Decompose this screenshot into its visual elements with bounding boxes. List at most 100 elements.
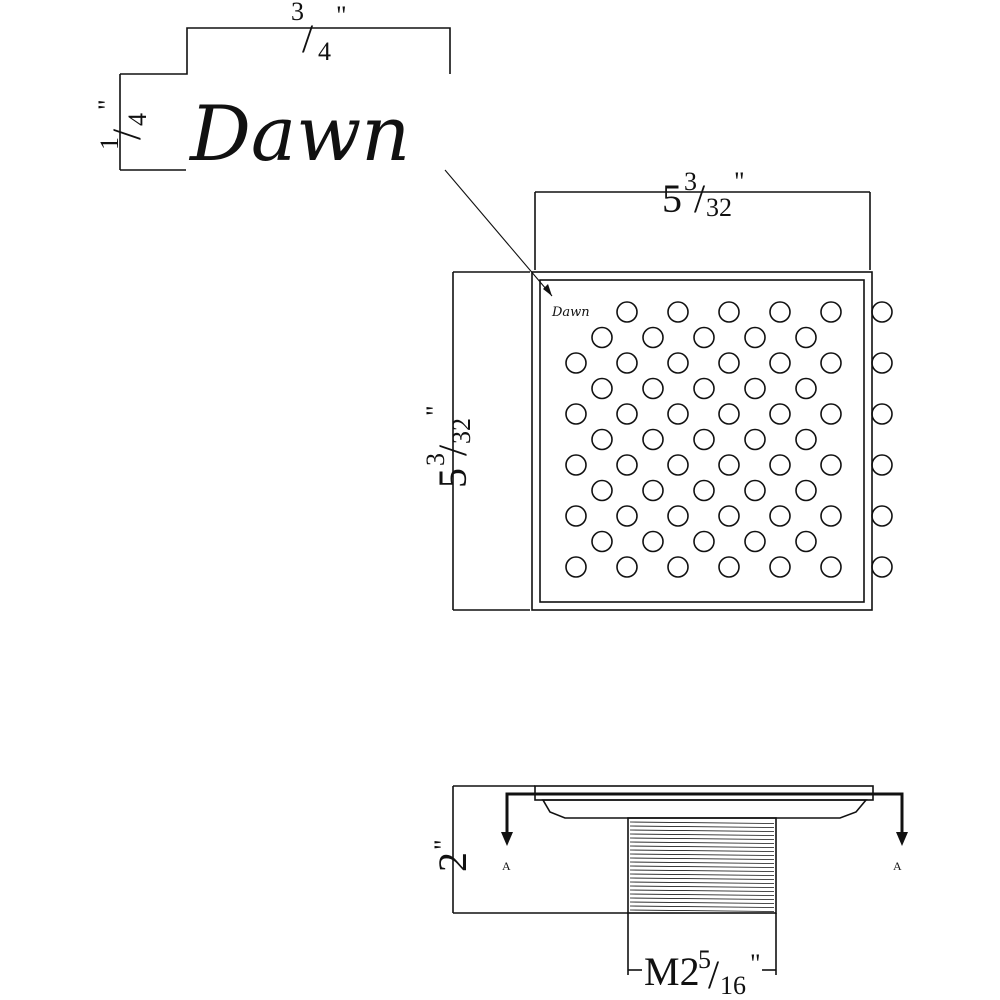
drain-hole xyxy=(591,377,613,400)
grate-height-dimension-label: 5 3 / 32 " xyxy=(421,405,476,488)
drain-hole xyxy=(616,403,638,425)
drain-hole xyxy=(718,352,740,374)
drain-hole xyxy=(769,454,791,476)
section-height-dimension-label: 2 " xyxy=(429,839,475,872)
section-height-value: 2 xyxy=(430,852,475,872)
drain-hole xyxy=(820,403,842,425)
logo-leader-arrowhead xyxy=(543,284,552,296)
drain-hole xyxy=(693,428,715,451)
thread-dimension-slash: / xyxy=(708,952,720,997)
logo-height-denominator: 4 xyxy=(123,113,152,126)
logo-width-numerator: 3 xyxy=(291,0,304,26)
grate-width-unit: " xyxy=(734,167,745,196)
section-body-taper xyxy=(541,799,868,819)
grate-width-dimension-label: 5 3 / 32 " xyxy=(662,167,745,222)
grate-height-slash: / xyxy=(430,444,475,456)
logo-width-unit: " xyxy=(336,1,347,30)
drain-hole xyxy=(616,301,638,323)
logo-width-slash: / xyxy=(302,16,314,61)
logo-height-unit: " xyxy=(93,99,122,110)
logo-leader-line xyxy=(444,169,553,297)
drain-hole xyxy=(769,505,791,527)
grate-width-whole: 5 xyxy=(662,176,682,221)
grate-height-numerator: 3 xyxy=(421,453,450,466)
drain-hole xyxy=(718,556,740,578)
drain-hole xyxy=(591,428,613,451)
thread-line xyxy=(629,853,775,856)
drain-hole xyxy=(616,556,638,578)
thread-dimension-prefix: M2 xyxy=(644,949,700,994)
thread-line xyxy=(629,837,775,840)
grate-height-whole: 5 xyxy=(430,468,475,488)
drain-hole xyxy=(744,428,766,451)
drain-hole xyxy=(642,377,664,400)
drain-hole xyxy=(616,454,638,476)
section-thread-lines xyxy=(629,821,775,912)
thread-dimension-unit: " xyxy=(750,949,761,978)
thread-line xyxy=(629,833,775,836)
logo-height-dimension-label: 1 / 4 " xyxy=(93,99,152,150)
drain-hole xyxy=(820,352,842,374)
drain-hole xyxy=(718,505,740,527)
drain-hole xyxy=(769,352,791,374)
thread-line xyxy=(629,829,775,832)
grate-top-view: 5 3 / 32 " 5 3 / 32 " Dawn xyxy=(421,167,893,611)
drain-hole xyxy=(667,403,689,425)
logo-height-numerator: 1 xyxy=(95,137,124,150)
drain-hole xyxy=(795,377,817,400)
section-marker-right: A xyxy=(893,859,902,873)
drain-hole xyxy=(744,479,766,502)
drain-hole xyxy=(565,454,587,476)
drain-hole xyxy=(667,454,689,476)
drain-hole xyxy=(616,352,638,374)
drain-hole xyxy=(565,556,587,578)
thread-line xyxy=(629,857,775,860)
drain-hole xyxy=(591,479,613,502)
grate-inner-frame xyxy=(539,279,865,603)
drain-hole xyxy=(871,403,893,425)
drain-hole xyxy=(642,479,664,502)
drain-hole xyxy=(565,403,587,425)
drain-hole xyxy=(820,556,842,578)
logo-height-slash: / xyxy=(104,128,149,140)
thread-line xyxy=(629,897,775,900)
drain-hole xyxy=(744,530,766,553)
grate-height-unit: " xyxy=(421,405,450,416)
thread-line xyxy=(629,873,775,876)
grate-height-denominator: 32 xyxy=(447,418,476,444)
drain-hole xyxy=(693,530,715,553)
thread-line xyxy=(629,901,775,904)
thread-line xyxy=(629,849,775,852)
dawn-logo-large: Dawn xyxy=(188,89,410,178)
drain-hole xyxy=(693,326,715,349)
section-arrow-right xyxy=(896,832,908,846)
thread-line xyxy=(629,869,775,872)
drain-hole xyxy=(871,505,893,527)
logo-width-denominator: 4 xyxy=(318,37,331,66)
drain-hole xyxy=(718,301,740,323)
drain-hole xyxy=(642,428,664,451)
grate-holes xyxy=(565,301,893,578)
thread-dimension-denominator: 16 xyxy=(720,971,746,1000)
thread-dimension-label: M2 5 / 16 " xyxy=(644,945,761,1000)
drain-hole xyxy=(871,352,893,374)
drain-hole xyxy=(795,530,817,553)
drain-hole xyxy=(769,556,791,578)
drain-hole xyxy=(667,352,689,374)
drain-hole xyxy=(642,530,664,553)
thread-line xyxy=(629,909,775,912)
drain-hole xyxy=(667,301,689,323)
drain-hole xyxy=(795,326,817,349)
drain-hole xyxy=(718,403,740,425)
drain-hole xyxy=(693,377,715,400)
drain-hole xyxy=(871,556,893,578)
thread-line xyxy=(629,885,775,888)
thread-line xyxy=(629,841,775,844)
drain-hole xyxy=(591,326,613,349)
thread-line xyxy=(629,889,775,892)
drain-hole xyxy=(565,352,587,374)
thread-line xyxy=(629,861,775,864)
drain-hole xyxy=(591,530,613,553)
drain-hole xyxy=(769,403,791,425)
